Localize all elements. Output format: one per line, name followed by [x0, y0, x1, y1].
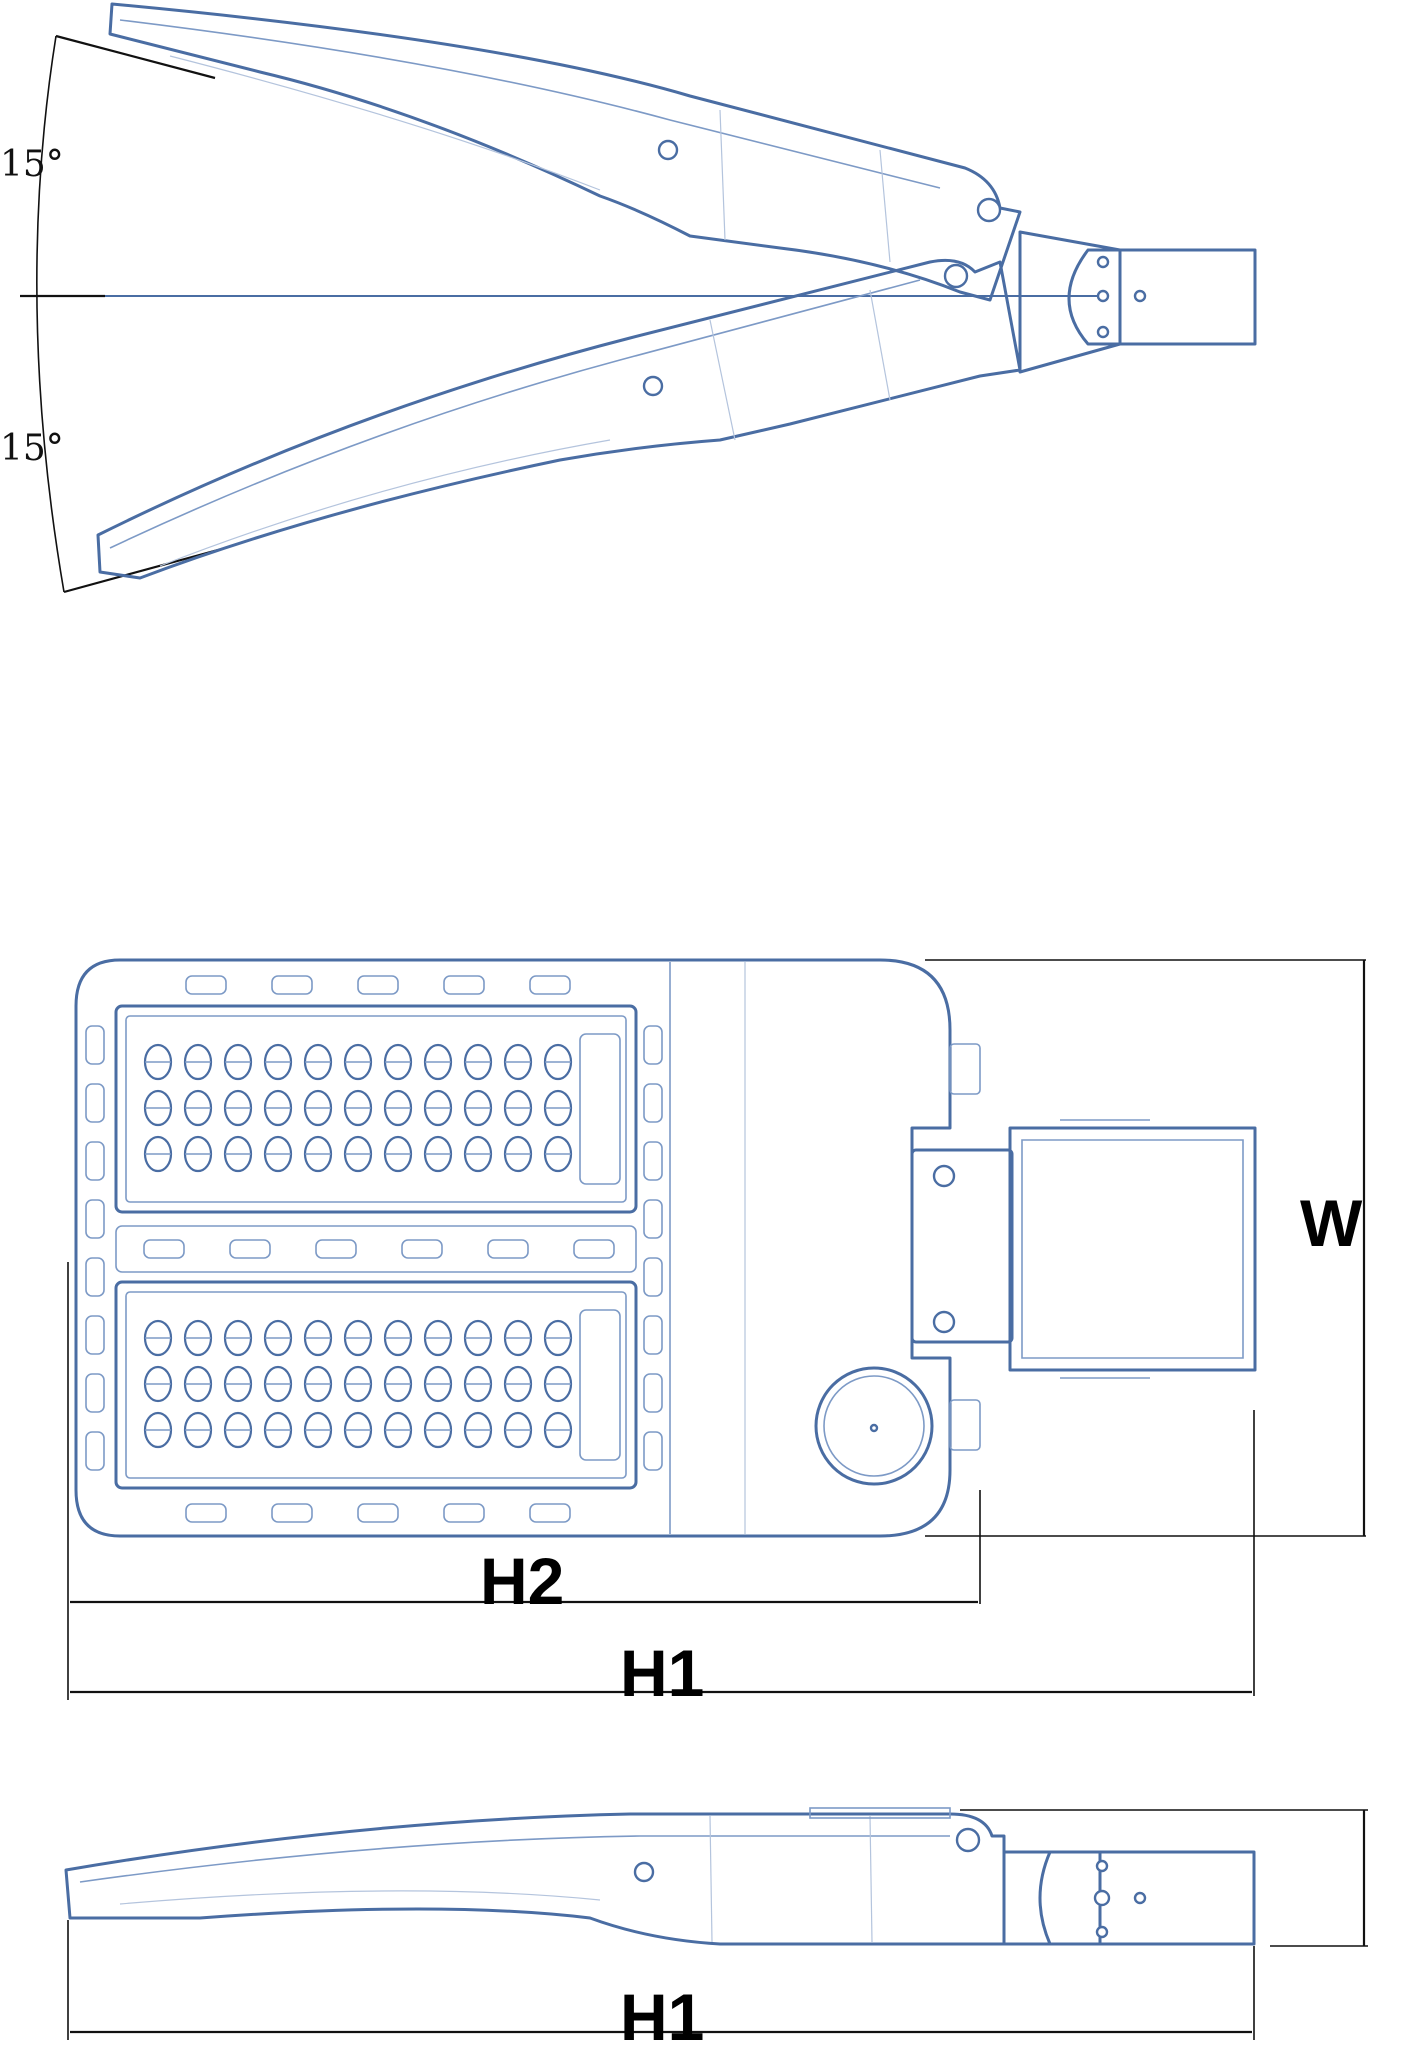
dimension-height-side: [960, 1809, 1368, 1947]
vent-slot: [271, 975, 313, 995]
dimension-width: W: [925, 959, 1366, 1537]
tilt-angle-up-label: 15°: [0, 144, 64, 185]
vent-slot: [487, 1239, 529, 1259]
vent-slot: [443, 975, 485, 995]
vent-slot: [401, 1239, 443, 1259]
dimension-width-label: W: [1300, 1186, 1363, 1260]
tilt-angle-arc: [36, 35, 65, 593]
top-housing-outline: [74, 958, 952, 1538]
module-divider: [115, 1225, 637, 1273]
dimension-h2-label: H2: [480, 1544, 564, 1618]
vent-slot: [85, 1083, 105, 1123]
led-module-upper: [114, 1004, 638, 1214]
tilt-view: 15° 15°: [0, 2, 1257, 594]
vent-slot: [643, 1315, 663, 1355]
vent-slot: [443, 1503, 485, 1523]
side-housing-outline: [64, 1812, 1006, 1946]
vent-slot: [573, 1239, 615, 1259]
dimension-h2: H2: [67, 1262, 981, 1700]
photocell-port: [814, 1366, 934, 1486]
vent-slot: [643, 1141, 663, 1181]
vent-slot: [643, 1431, 663, 1471]
tilted-housing-down: [96, 258, 1022, 580]
vent-slot: [85, 1373, 105, 1413]
vent-slot: [85, 1025, 105, 1065]
vent-slot: [643, 1199, 663, 1239]
vent-slot: [85, 1431, 105, 1471]
vent-slot: [643, 1257, 663, 1297]
vent-slot: [643, 1083, 663, 1123]
tilt-upper-ray: [55, 34, 216, 80]
vent-slot: [185, 1503, 227, 1523]
tilted-housing-up: [108, 2, 1022, 302]
vent-slot: [357, 1503, 399, 1523]
lens-array-lower: [143, 1319, 573, 1449]
vent-slot: [143, 1239, 185, 1259]
vent-slot: [229, 1239, 271, 1259]
vent-slot: [643, 1025, 663, 1065]
tilt-lower-ray: [63, 546, 226, 594]
dimension-h1-side: H1: [67, 1920, 1255, 2046]
lens-array-upper: [143, 1043, 573, 1173]
vent-slot: [643, 1373, 663, 1413]
vent-slot: [85, 1199, 105, 1239]
side-view: H1: [64, 1807, 1368, 2046]
vent-slot: [529, 975, 571, 995]
vent-slot: [315, 1239, 357, 1259]
vent-slot: [357, 975, 399, 995]
led-module-lower: [114, 1280, 638, 1490]
dimension-h1-top-label: H1: [620, 1636, 704, 1710]
vent-slot: [85, 1257, 105, 1297]
tilt-mount-bracket: [1018, 230, 1257, 374]
vent-slot: [185, 975, 227, 995]
vent-slot: [85, 1141, 105, 1181]
dimension-h1-side-label: H1: [620, 1980, 704, 2046]
side-mount-bracket: [1002, 1850, 1256, 1946]
top-mount-bracket: [910, 1119, 1257, 1379]
dimension-h1-top: H1: [70, 1410, 1255, 1710]
tilt-angle-down-label: 15°: [0, 428, 64, 469]
vent-slot: [85, 1315, 105, 1355]
vent-slot: [271, 1503, 313, 1523]
top-view: W H2 H1: [67, 958, 1366, 1710]
vent-slot: [529, 1503, 571, 1523]
vent-slots: [85, 975, 663, 1523]
